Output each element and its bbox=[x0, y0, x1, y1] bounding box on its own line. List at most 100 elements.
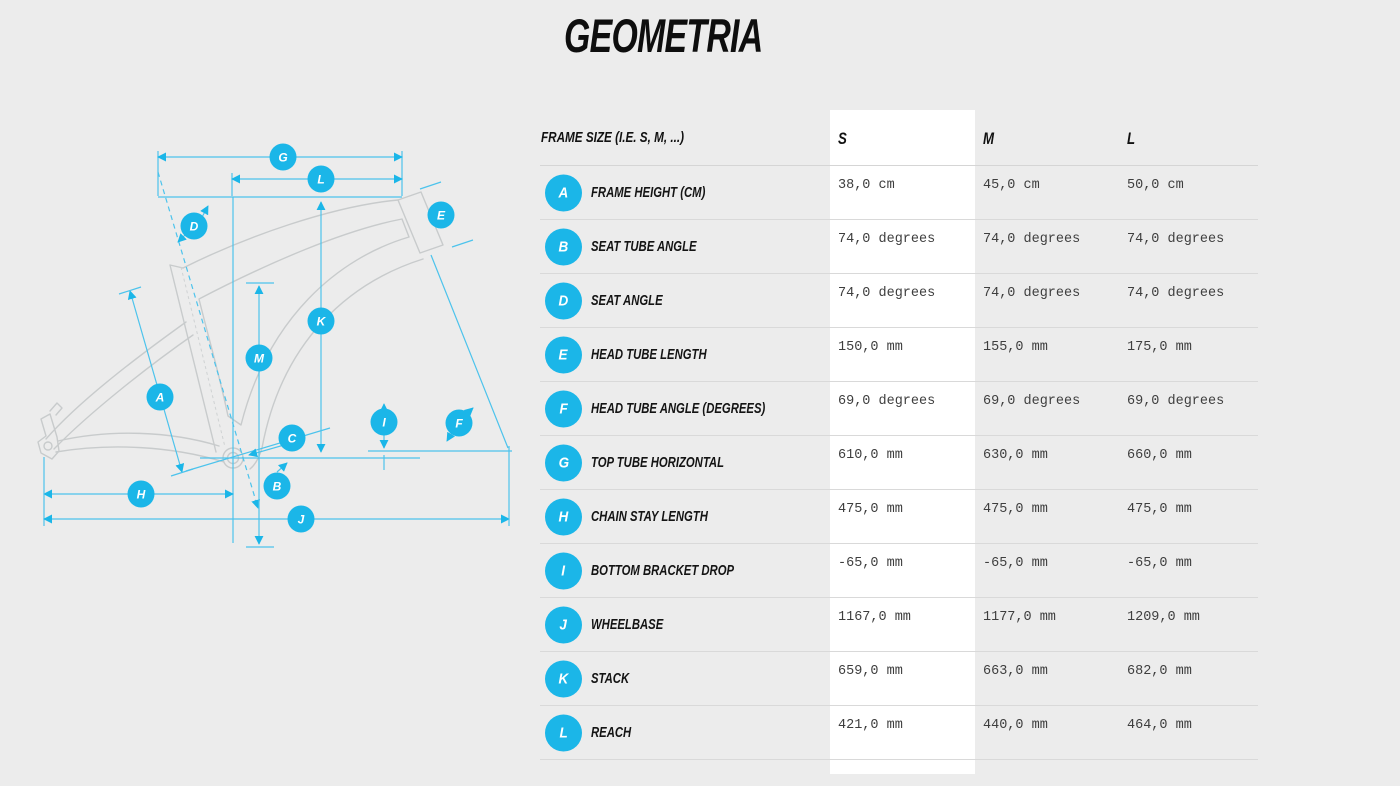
value-s: 150,0 mm bbox=[838, 340, 903, 355]
svg-text:J: J bbox=[298, 513, 305, 527]
svg-text:K: K bbox=[317, 315, 327, 329]
svg-text:I: I bbox=[382, 416, 386, 430]
selected-size-column-highlight bbox=[830, 110, 975, 774]
value-l: 1209,0 mm bbox=[1127, 610, 1200, 625]
value-m: 74,0 degrees bbox=[983, 286, 1081, 301]
value-m: 74,0 degrees bbox=[983, 232, 1081, 247]
diagram-badge-h: H bbox=[127, 480, 155, 508]
svg-text:A: A bbox=[155, 391, 165, 405]
diagram-badge-c: C bbox=[278, 424, 306, 452]
row-letter-badge: E bbox=[545, 336, 582, 373]
value-m: -65,0 mm bbox=[983, 556, 1048, 571]
frame-size-header-cell: FRAME SIZE (I.E. S, M, ...) bbox=[540, 110, 830, 165]
rear-dropout bbox=[37, 413, 60, 460]
value-m: 45,0 cm bbox=[983, 178, 1040, 193]
diagram-badge-f: F bbox=[445, 409, 473, 437]
dimension-c bbox=[185, 427, 331, 472]
diagram-badge-d: D bbox=[180, 212, 208, 240]
main-triangle-cutout bbox=[198, 218, 410, 426]
dimension-b bbox=[276, 462, 288, 473]
value-s: 74,0 degrees bbox=[838, 286, 936, 301]
row-letter-badge: G bbox=[545, 444, 582, 481]
row-label: FRAME HEIGHT (CM) bbox=[591, 184, 706, 201]
value-m: 663,0 mm bbox=[983, 664, 1048, 679]
column-header-l[interactable]: L bbox=[1127, 129, 1136, 148]
table-body: A FRAME HEIGHT (CM) 38,0 cm 45,0 cm 50,0… bbox=[540, 166, 1258, 760]
value-l: 475,0 mm bbox=[1127, 502, 1192, 517]
dimension-lines bbox=[43, 151, 512, 548]
svg-text:L: L bbox=[317, 173, 324, 187]
table-row: I BOTTOM BRACKET DROP -65,0 mm -65,0 mm … bbox=[540, 544, 1258, 598]
geometry-table: FRAME SIZE (I.E. S, M, ...) S M L A FRAM… bbox=[540, 110, 1258, 774]
row-letter-badge: B bbox=[545, 228, 582, 265]
value-s: 38,0 cm bbox=[838, 178, 895, 193]
chain-stay bbox=[57, 432, 220, 447]
seat-stay bbox=[45, 321, 187, 440]
row-letter-badge: L bbox=[545, 714, 582, 751]
diagram-badge-m: M bbox=[245, 344, 273, 372]
chain-stay bbox=[55, 446, 225, 463]
svg-text:C: C bbox=[288, 432, 297, 446]
value-m: 475,0 mm bbox=[983, 502, 1048, 517]
value-s: 659,0 mm bbox=[838, 664, 903, 679]
value-m: 630,0 mm bbox=[983, 448, 1048, 463]
value-m: 69,0 degrees bbox=[983, 394, 1081, 409]
row-label: CHAIN STAY LENGTH bbox=[591, 508, 708, 525]
table-row: A FRAME HEIGHT (CM) 38,0 cm 45,0 cm 50,0… bbox=[540, 166, 1258, 220]
row-letter-badge: K bbox=[545, 660, 582, 697]
brake-mount bbox=[49, 402, 63, 416]
row-label: REACH bbox=[591, 724, 632, 741]
table-row: G TOP TUBE HORIZONTAL 610,0 mm 630,0 mm … bbox=[540, 436, 1258, 490]
row-letter-badge: A bbox=[545, 174, 582, 211]
table-row: D SEAT ANGLE 74,0 degrees 74,0 degrees 7… bbox=[540, 274, 1258, 328]
row-letter-badge: F bbox=[545, 390, 582, 427]
head-tube bbox=[397, 191, 444, 254]
value-m: 440,0 mm bbox=[983, 718, 1048, 733]
row-label: TOP TUBE HORIZONTAL bbox=[591, 454, 725, 471]
value-s: 74,0 degrees bbox=[838, 232, 936, 247]
table-row: L REACH 421,0 mm 440,0 mm 464,0 mm bbox=[540, 706, 1258, 760]
diagram-badge-b: B bbox=[263, 472, 291, 500]
value-s: 421,0 mm bbox=[838, 718, 903, 733]
row-label: HEAD TUBE LENGTH bbox=[591, 346, 707, 363]
dimension-a bbox=[127, 290, 185, 473]
column-header-m[interactable]: M bbox=[983, 129, 995, 148]
table-row: J WHEELBASE 1167,0 mm 1177,0 mm 1209,0 m… bbox=[540, 598, 1258, 652]
table-row: K STACK 659,0 mm 663,0 mm 682,0 mm bbox=[540, 652, 1258, 706]
row-label: SEAT ANGLE bbox=[591, 292, 663, 309]
svg-text:D: D bbox=[190, 220, 199, 234]
value-s: 475,0 mm bbox=[838, 502, 903, 517]
row-letter-badge: J bbox=[545, 606, 582, 643]
value-l: -65,0 mm bbox=[1127, 556, 1192, 571]
down-tube bbox=[249, 258, 424, 470]
svg-text:G: G bbox=[278, 151, 287, 165]
diagram-badge-g: G bbox=[269, 143, 297, 171]
value-l: 74,0 degrees bbox=[1127, 232, 1225, 247]
rear-axle bbox=[43, 441, 53, 451]
column-header-s[interactable]: S bbox=[838, 129, 847, 148]
svg-text:H: H bbox=[137, 488, 146, 502]
value-l: 50,0 cm bbox=[1127, 178, 1184, 193]
diagram-badge-e: E bbox=[427, 201, 455, 229]
table-row: E HEAD TUBE LENGTH 150,0 mm 155,0 mm 175… bbox=[540, 328, 1258, 382]
diagram-badge-a: A bbox=[146, 383, 174, 411]
value-l: 175,0 mm bbox=[1127, 340, 1192, 355]
top-tube bbox=[182, 199, 399, 269]
value-m: 155,0 mm bbox=[983, 340, 1048, 355]
value-l: 74,0 degrees bbox=[1127, 286, 1225, 301]
table-row: F HEAD TUBE ANGLE (DEGREES) 69,0 degrees… bbox=[540, 382, 1258, 436]
seat-tube bbox=[169, 264, 217, 453]
value-s: -65,0 mm bbox=[838, 556, 903, 571]
svg-text:F: F bbox=[455, 417, 463, 431]
table-row: H CHAIN STAY LENGTH 475,0 mm 475,0 mm 47… bbox=[540, 490, 1258, 544]
frame-size-header-label: FRAME SIZE (I.E. S, M, ...) bbox=[541, 129, 685, 146]
diagram-badge-l: L bbox=[307, 165, 335, 193]
value-s: 69,0 degrees bbox=[838, 394, 936, 409]
diagram-badge-k: K bbox=[307, 307, 335, 335]
table-header-row: FRAME SIZE (I.E. S, M, ...) S M L bbox=[540, 110, 1258, 166]
row-letter-badge: H bbox=[545, 498, 582, 535]
row-label: BOTTOM BRACKET DROP bbox=[591, 562, 735, 579]
row-label: HEAD TUBE ANGLE (DEGREES) bbox=[591, 400, 766, 417]
row-letter-badge: D bbox=[545, 282, 582, 319]
